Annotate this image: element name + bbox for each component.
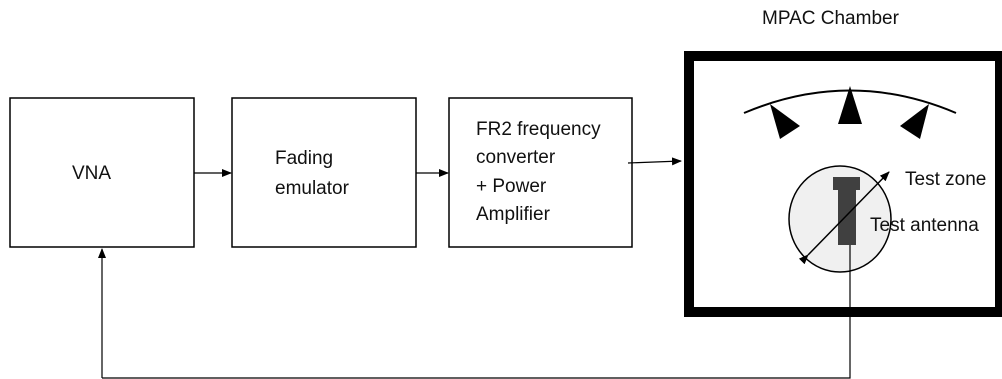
probe-antenna-left-icon — [770, 104, 800, 139]
converter-label-line4: Amplifier — [476, 204, 550, 225]
converter-label-line3: + Power — [476, 176, 547, 197]
fading-emulator-block — [231, 97, 417, 248]
converter-label-line1: FR2 frequency — [476, 119, 601, 140]
frequency-converter-block — [448, 97, 633, 248]
test-zone-diameter-arrow — [798, 171, 890, 265]
probe-antenna-center-icon — [838, 86, 862, 124]
arrow-converter-to-chamber — [627, 157, 682, 166]
test-antenna-body — [838, 190, 856, 245]
test-antenna-top — [833, 177, 860, 190]
chamber-title: MPAC Chamber — [762, 8, 899, 29]
feedback-line — [102, 245, 851, 379]
test-antenna-label: Test antenna — [870, 215, 979, 236]
probe-antenna-right-icon — [900, 104, 929, 139]
vna-block — [9, 97, 195, 248]
test-zone-label: Test zone — [905, 169, 987, 190]
vna-label: VNA — [72, 163, 112, 184]
fading-emulator-label-line2: emulator — [275, 178, 349, 199]
fading-emulator-label-line1: Fading — [275, 148, 334, 169]
converter-label-line2: converter — [476, 147, 556, 168]
